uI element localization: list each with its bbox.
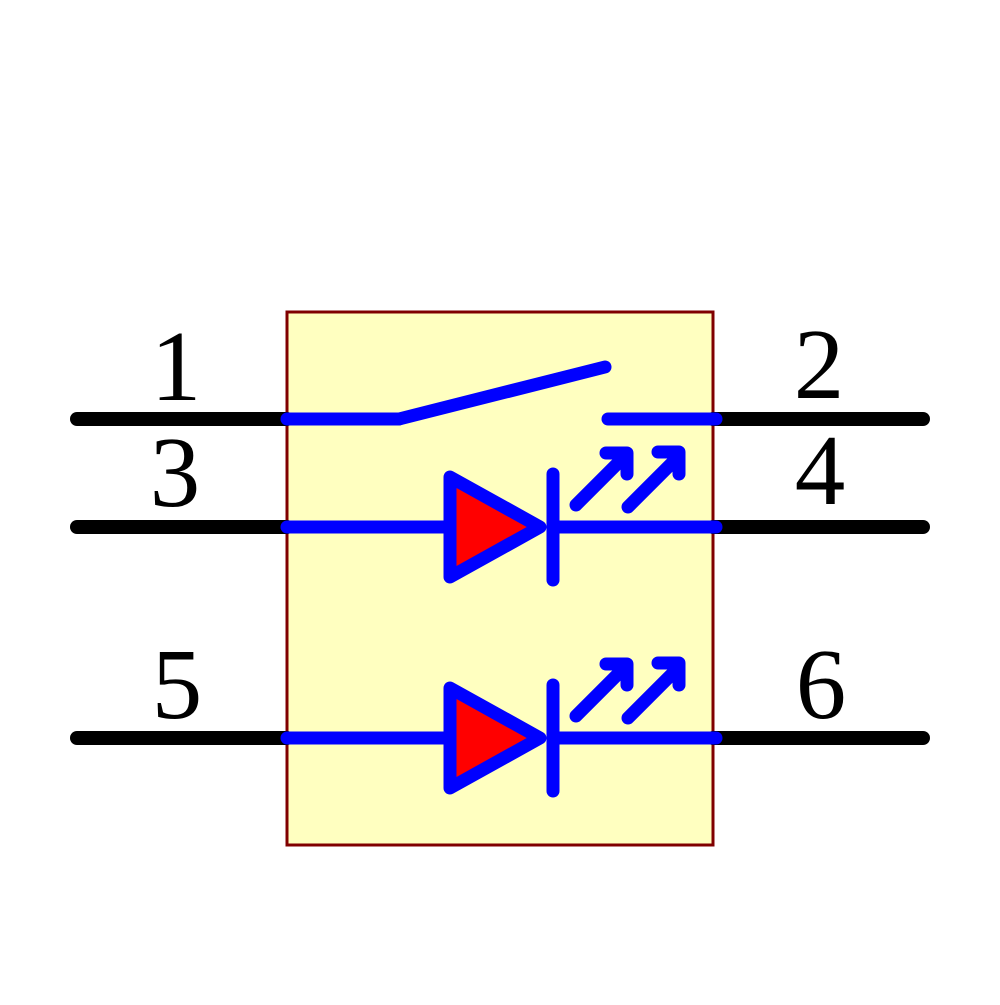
- pin-5-number: 5: [152, 628, 203, 740]
- pin-6-number: 6: [796, 628, 847, 740]
- pin-4-number: 4: [795, 414, 846, 526]
- switch-blade: [392, 360, 612, 426]
- led-1-triangle: [443, 470, 547, 584]
- switch-symbol: [280, 360, 723, 426]
- led-1-light-arrow-1: [569, 446, 634, 512]
- led-2-triangle: [443, 681, 547, 795]
- led-symbol-1: [280, 445, 723, 587]
- pin-3-number: 3: [150, 416, 201, 528]
- led-symbol-2: [280, 656, 723, 798]
- pin-wires: [70, 412, 930, 745]
- pin-numbers: 1 2 3 4 5 6: [150, 308, 847, 740]
- led-2-light-arrow-1: [569, 657, 634, 723]
- led-1-light-arrow-2: [621, 445, 686, 514]
- pin-1-number: 1: [151, 310, 202, 422]
- led-2-light-arrow-2: [621, 656, 686, 725]
- pin-2-number: 2: [794, 308, 845, 420]
